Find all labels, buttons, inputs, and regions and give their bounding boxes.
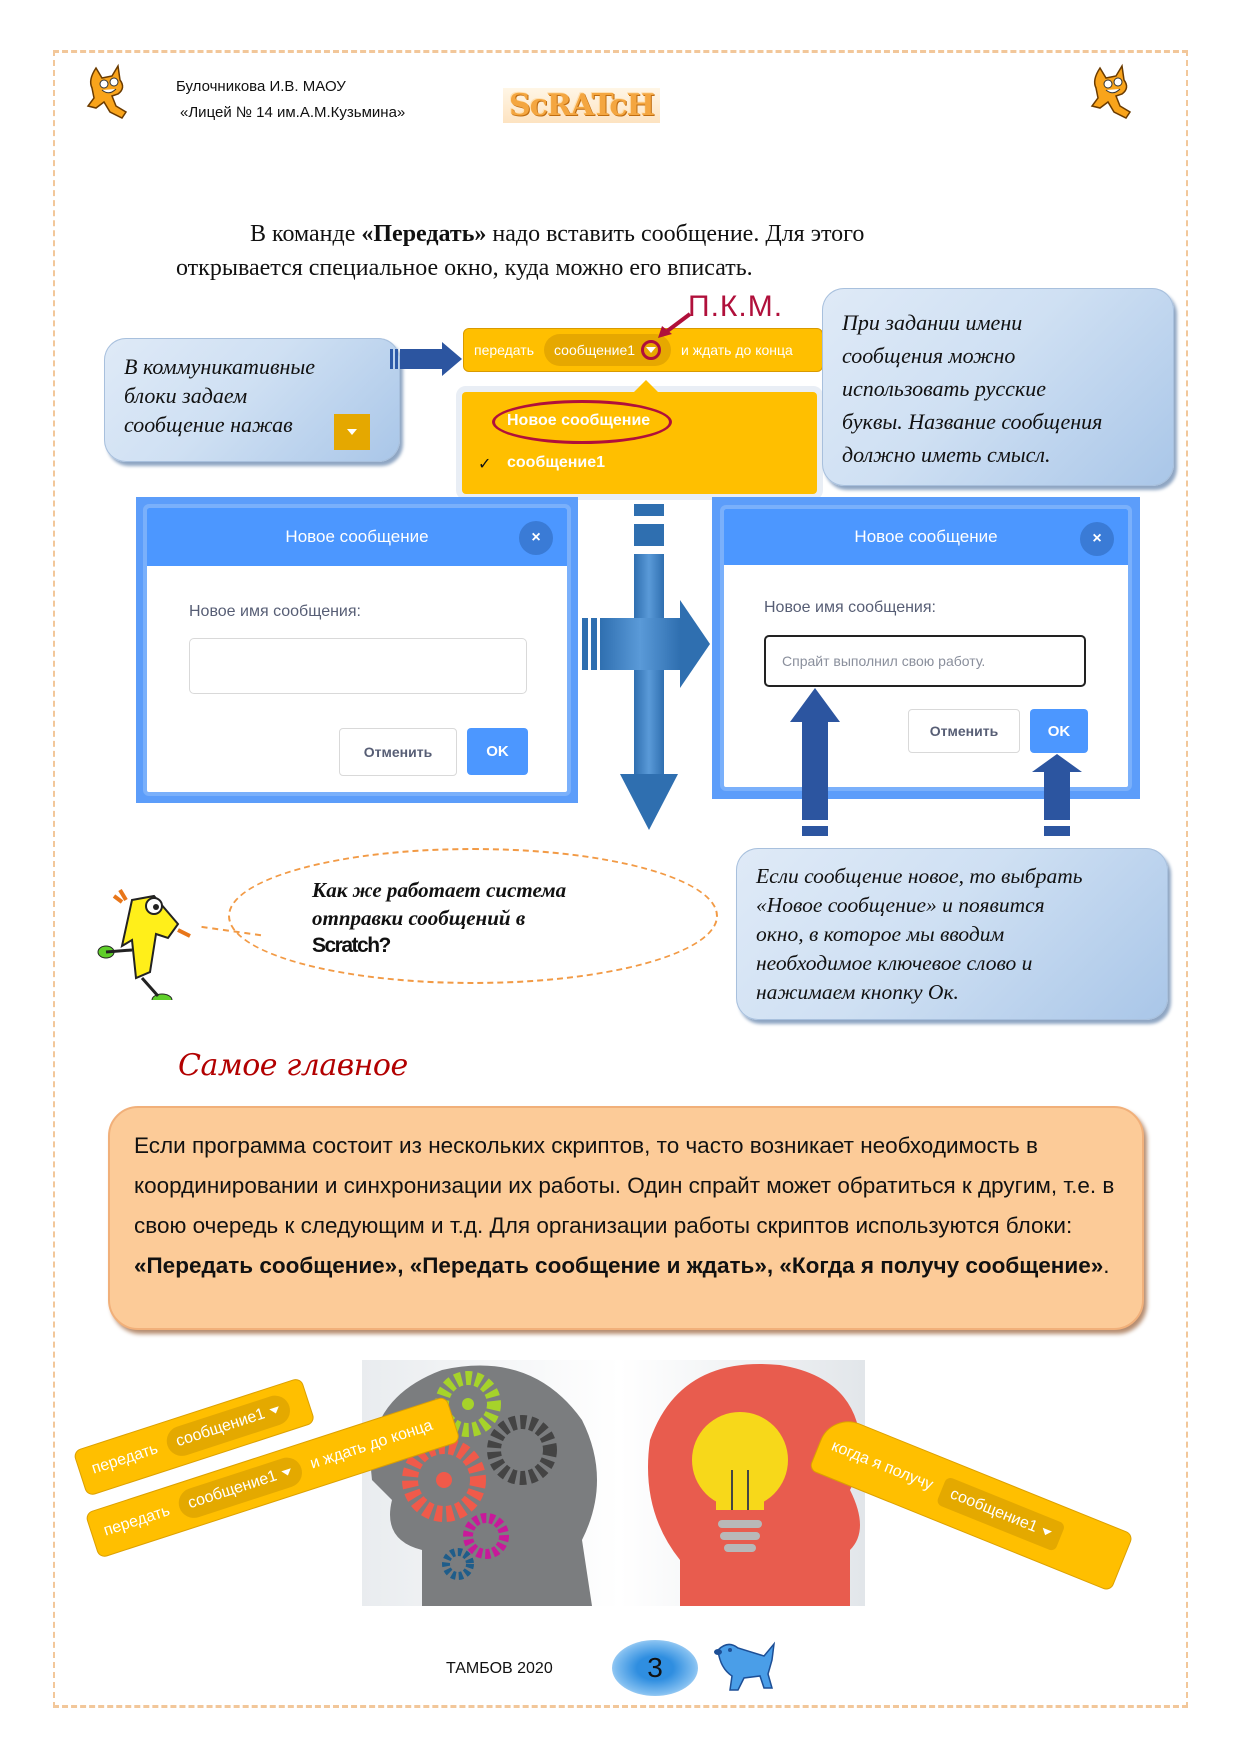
callout-line: использовать русские — [842, 376, 1046, 401]
callout-line: В коммуникативные — [124, 354, 316, 379]
dialog-header: Новое сообщение × — [147, 508, 567, 566]
block-verb: передать — [474, 342, 534, 358]
message-name: сообщение1 — [947, 1485, 1040, 1536]
arrow-right-icon — [390, 342, 470, 376]
callout-left: В коммуникативные блоки задаем сообщение… — [104, 338, 400, 462]
dropdown-arrow-icon[interactable] — [641, 340, 662, 360]
flow-arrows-icon — [582, 496, 712, 836]
check-icon: ✓ — [478, 456, 492, 473]
dialog-title: Новое сообщение — [285, 527, 429, 546]
pointer-arrow-icon — [656, 312, 692, 340]
bubble-text: Как же работает система отправки сообщен… — [312, 876, 566, 960]
school-line: «Лицей № 14 им.А.М.Кузьмина» — [180, 104, 406, 121]
bubble-brand: Scratch? — [312, 934, 391, 957]
ok-button[interactable]: OK — [1030, 709, 1088, 753]
broadcast-and-wait-block[interactable]: передать сообщение1 и ждать до конца — [463, 328, 823, 372]
message-dropdown-menu: Новое сообщение ✓ сообщение1 — [462, 380, 817, 494]
bubble-line: Как же работает система — [312, 878, 567, 902]
callout-line: «Новое сообщение» и появится — [756, 893, 1045, 917]
callout-bottom-right: Если сообщение новое, то выбрать «Новое … — [736, 848, 1168, 1020]
arrow-up-icon — [790, 688, 840, 838]
new-message-dialog-filled: Новое сообщение × Новое имя сообщения: С… — [720, 505, 1132, 791]
scratch-logo: ScRATcH — [503, 88, 660, 123]
right-click-label: П.К.М. — [688, 290, 784, 323]
summary-end: . — [1103, 1253, 1110, 1278]
callout-line: При задании имени — [842, 310, 1023, 335]
dropdown-arrow-icon — [1040, 1527, 1053, 1538]
dialog-header: Новое сообщение × — [724, 509, 1128, 565]
close-icon[interactable]: × — [519, 521, 553, 555]
highlight-ellipse — [492, 400, 672, 444]
scratch-cat-icon — [1086, 62, 1138, 122]
message-name: сообщение1 — [554, 342, 636, 358]
dialog-filled-frame: Новое сообщение × Новое имя сообщения: С… — [712, 497, 1140, 799]
page-number: 3 — [612, 1640, 698, 1696]
dropdown-item-new-message[interactable]: Новое сообщение — [507, 412, 651, 429]
callout-line: окно, в которое мы вводим — [756, 922, 1005, 946]
bubble-line: отправки сообщений в — [312, 906, 526, 930]
intro-text: В команде — [250, 221, 362, 247]
callout-line: блоки задаем — [124, 383, 248, 408]
callout-line: сообщение нажав — [124, 412, 293, 437]
intro-line-2: открывается специальное окно, куда можно… — [176, 255, 753, 281]
lightbulb-head-illustration — [620, 1360, 865, 1606]
callout-right: При задании имени сообщения можно исполь… — [822, 288, 1174, 486]
summary-text: Если программа состоит из нескольких скр… — [134, 1133, 1115, 1238]
dialog-label: Новое имя сообщения: — [189, 603, 361, 620]
dialog-title: Новое сообщение — [854, 527, 998, 546]
cartoon-character-icon — [92, 880, 212, 1007]
intro-bold-command: «Передать» — [361, 221, 487, 247]
dialog-empty-frame: Новое сообщение × Новое имя сообщения: О… — [136, 497, 578, 803]
cancel-button[interactable]: Отменить — [339, 728, 457, 776]
new-message-dialog-empty: Новое сообщение × Новое имя сообщения: О… — [143, 504, 571, 796]
intro-line-1: В команде «Передать» надо вставить сообщ… — [250, 217, 864, 251]
page-border — [53, 50, 1188, 1708]
intro-text: надо вставить сообщение. Для этого — [486, 221, 865, 247]
arrow-up-icon — [1032, 754, 1082, 838]
speech-bubble — [228, 848, 718, 984]
summary-box: Если программа состоит из нескольких скр… — [108, 1106, 1144, 1330]
section-title: Самое главное — [178, 1048, 408, 1083]
callout-line: нажимаем кнопку Ок. — [756, 980, 959, 1004]
callout-line: необходимое ключевое слово и — [756, 951, 1033, 975]
dog-icon — [708, 1638, 780, 1694]
message-name-input[interactable]: Спрайт выполнил свою работу. — [764, 635, 1086, 687]
summary-blocks-list: «Передать сообщение», «Передать сообщени… — [134, 1253, 1104, 1278]
dropdown-arrow-icon — [269, 1406, 281, 1416]
block-verb: передать — [101, 1502, 173, 1540]
callout-line: должно иметь смысл. — [842, 442, 1051, 467]
close-icon[interactable]: × — [1080, 522, 1114, 556]
message-name-input[interactable] — [189, 638, 527, 694]
cancel-button[interactable]: Отменить — [908, 709, 1020, 753]
callout-line: буквы. Название сообщения — [842, 409, 1103, 434]
dropdown-arrow-icon — [281, 1468, 293, 1478]
block-verb: передать — [89, 1440, 161, 1478]
message-selector[interactable]: сообщение1 — [544, 334, 672, 366]
scratch-cat-icon — [82, 62, 134, 122]
callout-line: Если сообщение новое, то выбрать — [756, 864, 1083, 888]
ok-button[interactable]: OK — [467, 728, 528, 775]
dropdown-arrow-icon — [334, 414, 370, 450]
block-suffix: и ждать до конца — [681, 342, 793, 358]
gears-head-illustration — [362, 1360, 620, 1606]
dialog-label: Новое имя сообщения: — [764, 599, 936, 616]
callout-line: сообщения можно — [842, 343, 1016, 368]
dropdown-item-message1[interactable]: сообщение1 — [507, 454, 606, 471]
author-line: Булочникова И.В. МАОУ — [176, 78, 346, 95]
footer-city-year: ТАМБОВ 2020 — [446, 1660, 553, 1677]
dropdown-caret-icon — [634, 380, 658, 392]
